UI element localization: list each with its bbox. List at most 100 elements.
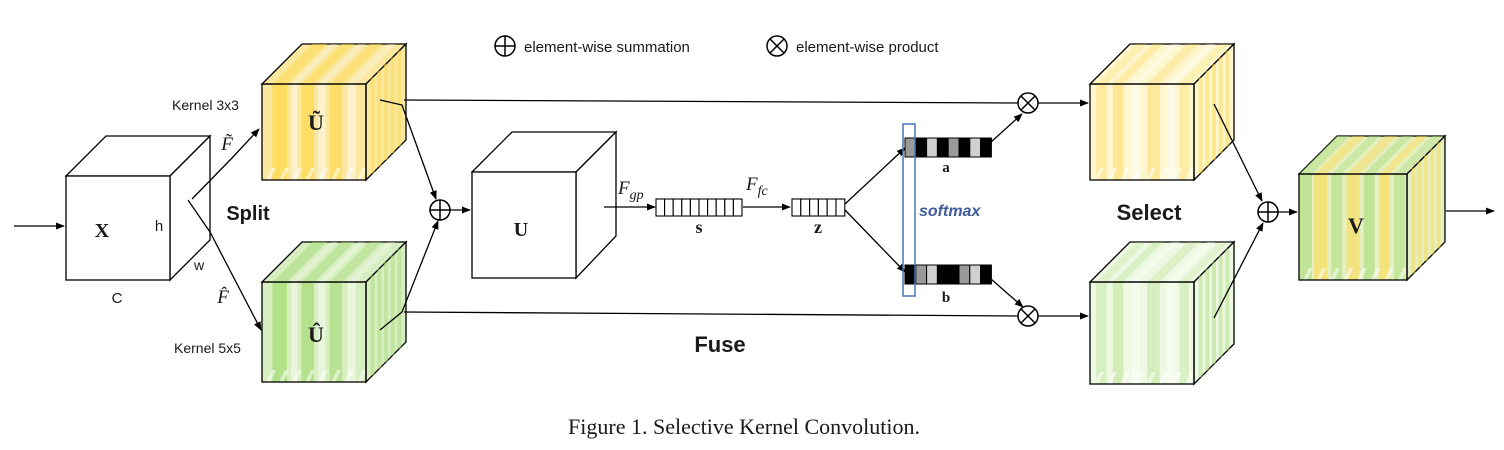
cube-slice-edge xyxy=(1370,268,1381,280)
cube-top-strips xyxy=(272,44,396,84)
cube-top-strip xyxy=(1179,44,1229,84)
cube-top-strip xyxy=(1314,136,1366,174)
attention-cell xyxy=(947,137,960,158)
lower-op-label: F̂ xyxy=(216,287,229,308)
cube-slice-edge xyxy=(1094,168,1104,180)
vector-cell xyxy=(672,198,683,217)
softmax-box xyxy=(902,123,916,297)
cube-top-strip xyxy=(1147,242,1200,282)
cube-strip xyxy=(1394,174,1405,280)
attention-cell xyxy=(958,264,971,285)
z-to-b-arrow xyxy=(844,209,906,273)
input-width-label: w xyxy=(193,257,205,273)
cube-strip xyxy=(1314,174,1328,280)
upper-kernel-label: Kernel 3x3 xyxy=(172,97,239,113)
cube-top-strip xyxy=(1112,242,1164,282)
output-tensor-label: V xyxy=(1348,213,1364,238)
cube-top-strip xyxy=(347,44,396,84)
cube-top-strip xyxy=(1299,136,1350,174)
attention-cell xyxy=(926,264,938,285)
cube-slice-edge xyxy=(1330,268,1340,280)
cube-slice-edge xyxy=(266,168,276,180)
cube-strip xyxy=(1112,84,1124,180)
cube-strip xyxy=(329,282,343,382)
cube-strip xyxy=(318,282,326,382)
cube-slice-edge xyxy=(1185,168,1195,180)
vector-cell xyxy=(681,198,691,217)
cube-strip xyxy=(347,84,356,180)
fuse-label: Fuse xyxy=(694,332,745,357)
vector-cell xyxy=(809,198,819,217)
cube-top-strip xyxy=(1131,44,1180,84)
cube-top-strip xyxy=(1331,136,1381,174)
cube-slice-edge xyxy=(344,370,354,382)
cube-outline xyxy=(261,281,367,383)
cube-strip xyxy=(1346,174,1360,280)
cube-strip xyxy=(291,84,298,180)
vector-cell xyxy=(707,198,717,217)
a-to-product-arrow xyxy=(990,113,1023,143)
cube-top-strip xyxy=(301,44,354,84)
cube-top-strip xyxy=(347,242,396,282)
legend-product-label: element-wise product xyxy=(796,39,939,56)
cube-strip xyxy=(301,282,314,382)
split-arrow-upper xyxy=(191,128,260,200)
cube-top-strip xyxy=(1131,242,1180,282)
vector-cell xyxy=(715,198,726,217)
vector-cell xyxy=(664,198,674,217)
input-cube-x xyxy=(64,134,212,282)
cube-strip xyxy=(1096,282,1107,384)
b-to-product-arrow xyxy=(990,278,1024,308)
cube-slice-edge xyxy=(279,168,289,180)
vector-cell xyxy=(826,198,837,217)
cube-strip xyxy=(291,282,298,382)
attention-cell xyxy=(969,264,982,285)
attention-cell xyxy=(915,137,928,158)
cube-slice-edge xyxy=(357,370,367,382)
vector-cell xyxy=(800,198,811,217)
cube-strip xyxy=(1363,174,1375,280)
cube-strip xyxy=(1147,282,1160,384)
cube-top-strip xyxy=(1096,44,1147,84)
vector-cell xyxy=(817,198,828,217)
cube-top-strip xyxy=(1166,44,1216,84)
attention-cell xyxy=(958,137,971,158)
cube-slice-edge xyxy=(305,168,315,180)
cube-top-strip xyxy=(329,242,383,282)
attention-b-label: b xyxy=(942,290,950,306)
fuse-sum-icon xyxy=(429,199,451,221)
upper-product-icon xyxy=(1017,92,1039,114)
cube-top-strip xyxy=(329,44,383,84)
fused-cube-u xyxy=(470,130,618,280)
vector-cell xyxy=(689,198,700,217)
cube-slice-edge xyxy=(266,370,276,382)
cube-slice-edge xyxy=(292,370,302,382)
cube-outline xyxy=(1298,173,1408,281)
cube-top-strip xyxy=(1096,242,1147,282)
cube-slice-edge xyxy=(1107,372,1117,384)
cube-top-strip xyxy=(291,44,338,84)
upper-to-final-sum-arrow xyxy=(1213,103,1263,202)
cube-top-strips xyxy=(1096,44,1229,84)
cube-top-strip xyxy=(1378,136,1428,174)
cube-slice-edge xyxy=(1316,268,1327,280)
cube-front-face xyxy=(1090,84,1194,180)
z-to-a-arrow xyxy=(844,147,906,205)
cube-slice-edge xyxy=(1120,168,1130,180)
cube-slice-edge xyxy=(305,370,315,382)
vector-s xyxy=(655,198,743,217)
cube-slice-edge xyxy=(1159,168,1169,180)
cube-slice-edge xyxy=(292,168,302,180)
cube-slice-edge xyxy=(318,370,328,382)
cube-top-strip xyxy=(1346,136,1398,174)
cube-strip xyxy=(1166,282,1176,384)
attention-cell xyxy=(980,137,992,158)
cube-top-strips xyxy=(1299,136,1443,174)
cube-strip xyxy=(1378,174,1390,280)
cube-slice-edge xyxy=(1343,268,1354,280)
cube-strip xyxy=(1112,282,1124,384)
cube-outline xyxy=(1089,281,1195,385)
attention-cell xyxy=(904,137,917,158)
cube-slice-edge xyxy=(1159,372,1169,384)
cube-strip xyxy=(1131,84,1140,180)
